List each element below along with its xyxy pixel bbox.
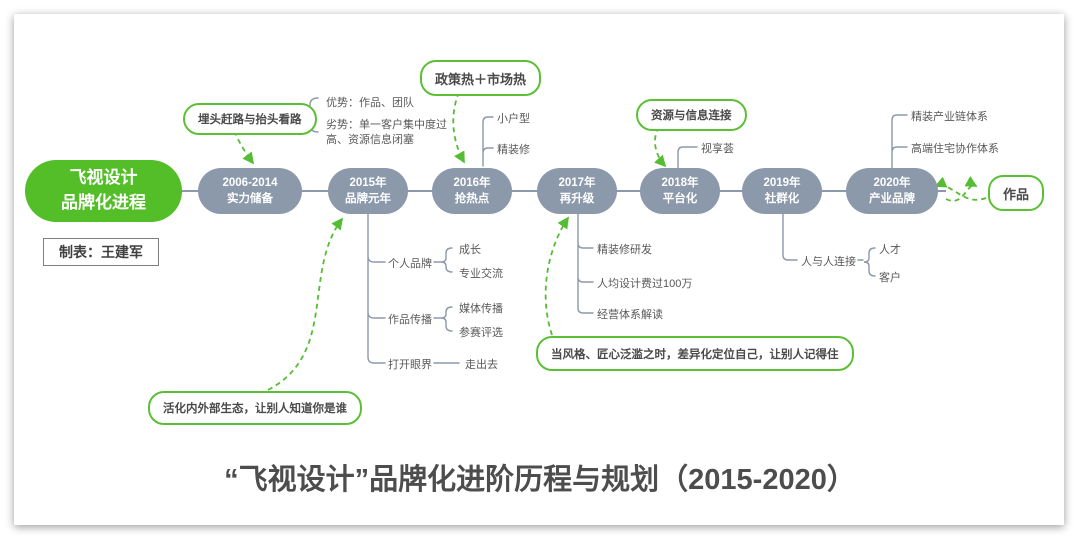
branch-2015-personal-brand: 个人品牌 <box>388 258 432 270</box>
branch-2016-fine-decoration: 精装修 <box>497 144 530 156</box>
arrow-activate-to-2015 <box>267 217 344 391</box>
node-label: 抢热点 <box>454 193 490 205</box>
callout-policy-market: 政策热＋市场热 <box>420 60 542 96</box>
diagram-card <box>14 14 1064 525</box>
branch-2017-rnd: 精装修研发 <box>597 244 652 256</box>
branch-2018-shixianghui: 视享荟 <box>701 143 734 155</box>
branch-2015-go-out: 走出去 <box>465 359 498 371</box>
timeline-node-2015: 2015年 品牌元年 <box>328 168 408 214</box>
callout-works: 作品 <box>988 175 1045 211</box>
branch-2019-people-connect: 人与人连接 <box>801 256 856 268</box>
callout-activate-ecosystem: 活化内外部生态，让别人知道你是谁 <box>148 391 362 425</box>
branch-2015-media: 媒体传播 <box>459 303 503 315</box>
arrow-2020-to-works <box>945 176 978 202</box>
node-year: 2017年 <box>558 176 596 189</box>
node-label: 再升级 <box>559 193 595 205</box>
branch-2020-lines <box>891 114 908 172</box>
branch-2017-operation: 经营体系解读 <box>597 309 663 321</box>
timeline-node-2016: 2016年 抢热点 <box>432 168 512 214</box>
branch-strength: 优势：作品、团队 <box>326 97 414 109</box>
branch-weakness: 劣势：单一客户集中度过高、资源信息闭塞 <box>326 119 447 146</box>
branch-2015-lines <box>367 213 386 364</box>
branch-2015-open-vision: 打开眼界 <box>388 359 432 371</box>
timeline-node-2017: 2017年 再升级 <box>537 168 617 214</box>
node-label: 平台化 <box>662 193 698 205</box>
branch-2015-exchange: 专业交流 <box>459 268 503 280</box>
branch-2019-brace <box>857 247 876 277</box>
branch-2016-small-apartment: 小户型 <box>497 113 530 125</box>
node-year: 2020年 <box>873 176 911 189</box>
node-year: 2019年 <box>763 176 801 189</box>
arrow-style-to-2017 <box>544 216 569 336</box>
author-box: 制表：王建军 <box>43 238 159 266</box>
callout-differentiation: 当风格、匠心泛滥之时，差异化定位自己，让别人记得住 <box>536 336 854 371</box>
branch-2015-brace-works <box>433 306 453 332</box>
node-label: 实力储备 <box>227 193 273 205</box>
node-year: 2016年 <box>453 176 491 189</box>
callout-head-down: 埋头赶路与抬头看路 <box>183 103 317 135</box>
branch-2015-growth: 成长 <box>459 244 481 256</box>
arrow-works-to-2020 <box>934 176 987 201</box>
arrow-policy-to-2016 <box>452 91 465 164</box>
diagram-title: “飞视设计”品牌化进阶历程与规划（2015-2020） <box>224 464 856 496</box>
node-label: 品牌元年 <box>345 193 391 205</box>
branch-2017-design-fee: 人均设计费过100万 <box>597 278 693 290</box>
branch-2015-contest: 参赛评选 <box>459 327 503 339</box>
timeline-node-2018: 2018年 平台化 <box>640 168 720 214</box>
node-year: 2015年 <box>349 176 387 189</box>
node-label: 社群化 <box>764 193 800 205</box>
branch-2015-works-spread: 作品传播 <box>388 314 432 326</box>
root-title-line2: 品牌化进程 <box>61 193 146 212</box>
arrow-resource-to-2018 <box>654 126 667 168</box>
branch-2018-line <box>677 146 698 169</box>
branch-2017-lines <box>577 213 594 314</box>
branch-2015-brace-personal <box>433 247 453 273</box>
node-year: 2006-2014 <box>222 176 278 189</box>
arrow-headdown-to-2006 <box>233 130 255 165</box>
branch-2016-lines <box>482 116 494 167</box>
timeline-node-2019: 2019年 社群化 <box>742 168 822 214</box>
callout-resource-info: 资源与信息连接 <box>636 99 747 131</box>
root-title-line1: 飞视设计 <box>69 168 138 188</box>
root-node: 飞视设计 品牌化进程 <box>25 160 182 222</box>
timeline-node-2006: 2006-2014 实力储备 <box>198 168 302 214</box>
node-year: 2018年 <box>661 176 699 189</box>
branch-2019-client: 客户 <box>879 272 901 284</box>
branch-2020-industry-chain: 精装产业链体系 <box>911 111 988 123</box>
timeline-node-2020: 2020年 产业品牌 <box>846 168 938 214</box>
branch-2019-line <box>782 213 798 261</box>
node-label: 产业品牌 <box>869 193 915 205</box>
branch-2020-residence-system: 高端住宅协作体系 <box>911 143 999 155</box>
branch-2019-talent: 人才 <box>879 244 901 256</box>
